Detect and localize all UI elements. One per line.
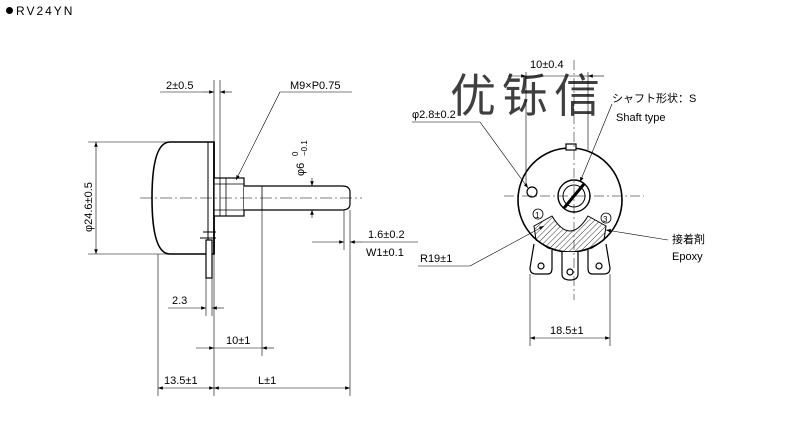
part-title: RV24YN: [6, 4, 74, 18]
hole-diameter: φ2.8±0.2: [412, 109, 456, 121]
locating-hole: [526, 186, 538, 198]
shaft-type-jp: シャフト形状：S: [612, 91, 696, 105]
terminal: [205, 239, 213, 279]
bullet-icon: [6, 7, 13, 14]
thread-spec: M9×P0.75: [290, 80, 340, 92]
dim-shaft-end: 2±0.5: [166, 80, 193, 92]
epoxy-en: Epoxy: [672, 251, 703, 263]
dim-body-diameter: φ24.6±0.5: [83, 182, 95, 232]
dim-flat: 1.6±0.2: [368, 229, 405, 241]
epoxy-jp: 接着剤: [672, 232, 705, 246]
dim-top-width: 10±0.4: [530, 59, 564, 71]
watermark: 优铄信: [450, 69, 606, 123]
dim-bottom-width: 18.5±1: [550, 325, 584, 337]
side-view: [88, 80, 418, 396]
part-number: RV24YN: [16, 4, 75, 18]
dim-w: W1±0.1: [366, 247, 404, 259]
dim-shaft-diameter: φ6 0 −0.1: [291, 140, 309, 176]
terminal-3-label: 3: [603, 215, 608, 224]
dim-terminal: 2.3: [172, 295, 187, 307]
shaft-type-en: Shaft type: [616, 112, 666, 124]
front-view: [412, 60, 669, 346]
dim-body-length: 13.5±1: [164, 375, 198, 387]
shaft-tol-lower: −0.1: [300, 140, 309, 156]
dim-l: L±1: [258, 375, 276, 387]
terminal-2: [561, 252, 579, 281]
shaft-tol-upper: 0: [291, 151, 300, 156]
terminal-3: [587, 243, 611, 275]
terminal-1: [529, 243, 553, 275]
radius-label: R19±1: [420, 253, 452, 265]
dim-bushing: 10±1: [226, 335, 250, 347]
shaft-diameter-label: φ6: [295, 163, 307, 176]
terminal-1-label: 1: [535, 211, 540, 220]
epoxy-area: [533, 215, 607, 253]
